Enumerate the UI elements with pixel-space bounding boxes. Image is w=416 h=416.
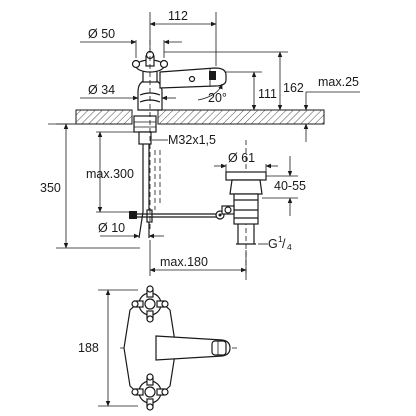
top-view: 188 (78, 285, 240, 411)
dim-spout-height: 111 (258, 87, 277, 101)
dim-tail-max: max.300 (86, 167, 134, 181)
waste-fitting (221, 140, 267, 280)
dimension-lines: 112 Ø 50 Ø 34 20° 111 162 max.25 M32x1,5 (40, 9, 360, 276)
dim-thread: M32x1,5 (168, 133, 216, 147)
spout-nozzle (209, 71, 216, 80)
top-view-spout (155, 335, 231, 361)
mounting-shank (133, 115, 157, 133)
dim-width-total: 112 (168, 9, 188, 23)
angle-arc (197, 83, 223, 101)
dim-overall-height: 350 (40, 181, 61, 195)
top-view-handle-lower (131, 373, 169, 411)
side-view (48, 40, 325, 239)
waste-flange (225, 171, 267, 181)
dim-body-dia: Ø 34 (88, 83, 115, 97)
dim-tail-dia: Ø 10 (98, 221, 125, 235)
dim-connection-den: 4 (287, 242, 292, 252)
top-view-handle-upper (131, 285, 169, 323)
dim-angle: 20° (208, 91, 227, 105)
dim-connection-slash: / (282, 237, 286, 251)
dim-connection: G (268, 237, 278, 251)
dim-top-view-height: 188 (78, 341, 99, 355)
countertop-right (157, 109, 325, 125)
dim-handle-dia: Ø 50 (88, 27, 115, 41)
shank-lower (138, 131, 152, 145)
dim-total-height: 162 (283, 81, 304, 95)
dim-waste-dia: Ø 61 (228, 151, 255, 165)
dim-rod-max: max.180 (160, 255, 208, 269)
dim-connection-num: 1 (278, 234, 283, 244)
dim-deck-max: max.25 (318, 75, 359, 89)
countertop-left (75, 109, 133, 125)
dim-waste-range: 40-55 (274, 179, 306, 193)
